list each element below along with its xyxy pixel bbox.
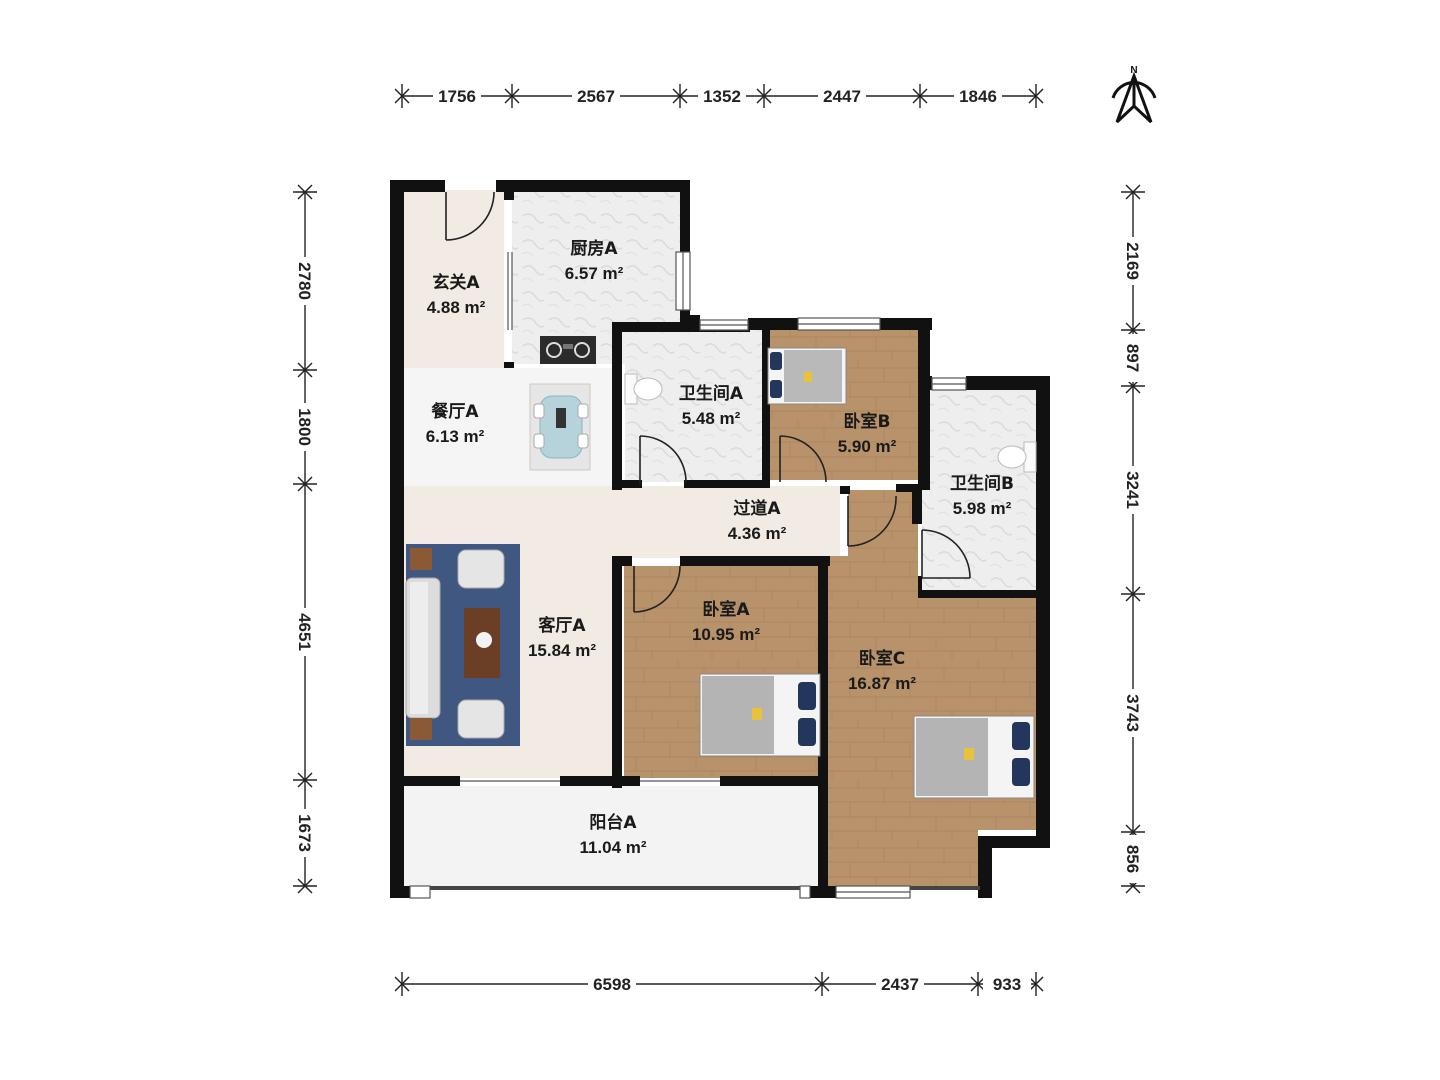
room-name-bath-b: 卫生间B bbox=[950, 473, 1014, 494]
balcony-floor bbox=[402, 786, 820, 886]
room-labels: 玄关A 4.88 m² 厨房A 6.57 m² 餐厅A 6.13 m² 卫生间A… bbox=[426, 238, 1014, 857]
dimension-label: 3241 bbox=[1123, 471, 1142, 509]
dimension-label: 1673 bbox=[295, 814, 314, 852]
room-area-balcony: 11.04 m² bbox=[579, 838, 646, 857]
doors bbox=[445, 191, 971, 613]
bath-b-door[interactable] bbox=[921, 529, 971, 579]
dimension-label: 933 bbox=[993, 975, 1021, 994]
room-name-bedroom-a: 卧室A bbox=[702, 599, 750, 620]
dimension-label-bg bbox=[1122, 237, 1142, 285]
bedroom-b-door[interactable] bbox=[779, 435, 827, 483]
dimension-label-bg bbox=[572, 85, 620, 105]
room-name-entrance: 玄关A bbox=[432, 272, 480, 293]
furniture bbox=[405, 336, 1037, 799]
room-area-bath-b: 5.98 m² bbox=[953, 499, 1012, 518]
room-area-corridor: 4.36 m² bbox=[728, 524, 787, 543]
dimension-label-bg bbox=[588, 973, 636, 993]
dimension-lines: 1756 2567 1352 2447 1846 6598 2437 933 2780 1800 4… bbox=[293, 84, 1145, 996]
bed-icon bbox=[699, 673, 821, 757]
north-label: N bbox=[1130, 65, 1137, 76]
room-area-bedroom-a: 10.95 m² bbox=[692, 625, 760, 644]
dimension-label-bg bbox=[983, 973, 1031, 993]
dimension-label: 3743 bbox=[1123, 694, 1142, 732]
windows bbox=[409, 251, 967, 899]
bed-icon bbox=[913, 715, 1035, 799]
corridor-door[interactable] bbox=[847, 495, 897, 547]
dimension-label-bg bbox=[1122, 466, 1142, 514]
bed-icon bbox=[767, 347, 847, 405]
room-area-dining: 6.13 m² bbox=[426, 427, 485, 446]
dimension-label: 1800 bbox=[295, 408, 314, 446]
room-area-entrance: 4.88 m² bbox=[427, 298, 486, 317]
room-area-bedroom-b: 5.90 m² bbox=[838, 437, 897, 456]
room-name-living: 客厅A bbox=[537, 615, 586, 636]
dimension-label: 4651 bbox=[295, 613, 314, 651]
dimension-label-bg bbox=[294, 257, 314, 305]
dimension-label: 2447 bbox=[823, 87, 861, 106]
north-arrow-icon: N bbox=[1111, 65, 1157, 124]
walls bbox=[390, 180, 1050, 898]
bath-a-floor bbox=[625, 330, 763, 482]
bedroom-a-door[interactable] bbox=[633, 565, 681, 613]
dimension-label-bg bbox=[294, 403, 314, 451]
room-area-kitchen: 6.57 m² bbox=[565, 264, 624, 283]
entrance-door[interactable] bbox=[445, 191, 495, 241]
dimension-label-bg bbox=[433, 85, 481, 105]
dimension-label: 1846 bbox=[959, 87, 997, 106]
dimension-label: 2567 bbox=[577, 87, 615, 106]
dimension-label: 897 bbox=[1123, 344, 1142, 372]
dimension-label: 2780 bbox=[295, 262, 314, 300]
room-name-corridor: 过道A bbox=[733, 498, 781, 519]
dining-table-icon bbox=[529, 383, 591, 471]
living-room-rug-icon bbox=[405, 544, 520, 746]
dimension-label-bg bbox=[876, 973, 924, 993]
room-name-bedroom-c: 卧室C bbox=[859, 648, 905, 669]
bath-a-door[interactable] bbox=[639, 435, 687, 484]
dimension-label-bg bbox=[294, 809, 314, 857]
entrance-floor bbox=[402, 190, 504, 368]
dimension-label: 6598 bbox=[593, 975, 631, 994]
room-name-bath-a: 卫生间A bbox=[679, 383, 744, 404]
toilet-icon bbox=[624, 373, 663, 405]
toilet-icon bbox=[997, 441, 1037, 473]
dimension-label: 2169 bbox=[1123, 242, 1142, 280]
dimension-label: 1352 bbox=[703, 87, 741, 106]
dimension-label-bg bbox=[954, 85, 1002, 105]
room-name-kitchen: 厨房A bbox=[570, 238, 618, 259]
dimension-label: 1756 bbox=[438, 87, 476, 106]
dimension-label: 856 bbox=[1123, 845, 1142, 873]
dimension-label-bg bbox=[818, 85, 866, 105]
room-area-living: 15.84 m² bbox=[528, 641, 596, 660]
dimension-label-bg bbox=[698, 85, 746, 105]
room-area-bedroom-c: 16.87 m² bbox=[848, 674, 916, 693]
room-name-dining: 餐厅A bbox=[431, 401, 479, 422]
room-area-bath-a: 5.48 m² bbox=[682, 409, 741, 428]
dimension-label-bg bbox=[1122, 334, 1142, 382]
dimension-label-bg bbox=[1122, 689, 1142, 737]
room-name-bedroom-b: 卧室B bbox=[844, 411, 891, 432]
stove-icon bbox=[540, 336, 596, 364]
room-name-balcony: 阳台A bbox=[589, 812, 637, 833]
dimension-label: 2437 bbox=[881, 975, 919, 994]
dimension-label-bg bbox=[1122, 835, 1142, 883]
dimension-label-bg bbox=[294, 608, 314, 656]
bath-b-floor bbox=[922, 390, 1036, 590]
